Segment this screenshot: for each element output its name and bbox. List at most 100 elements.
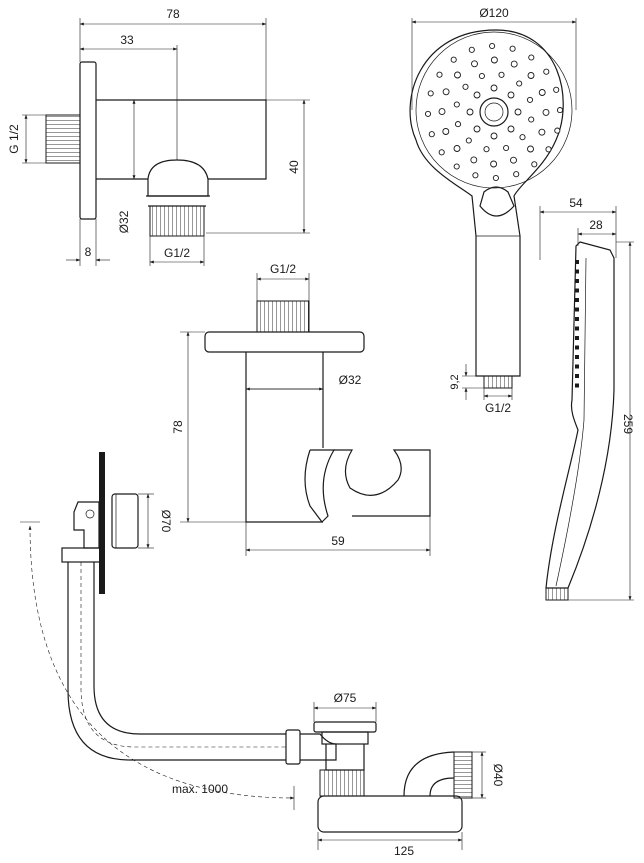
wall-outlet-side-view: 78 33 40 Ø32 G 1/2 8 G1/2 bbox=[7, 7, 310, 266]
nozzle bbox=[470, 156, 478, 164]
shower-outline bbox=[409, 29, 564, 377]
nozzle bbox=[526, 96, 534, 103]
hand-shower-front-view: Ø120 9,2 G1/2 bbox=[409, 6, 577, 415]
drain-nut bbox=[319, 769, 365, 797]
nozzle bbox=[528, 54, 535, 61]
dim-outlet-diameter: Ø32 bbox=[117, 210, 131, 233]
side-nozzle bbox=[575, 288, 579, 293]
trap-body bbox=[317, 795, 463, 833]
nozzle bbox=[538, 128, 546, 136]
drain-body bbox=[321, 731, 369, 745]
side-face-line bbox=[583, 257, 587, 421]
center-rosette bbox=[479, 97, 509, 127]
side-nozzle bbox=[575, 279, 579, 283]
nozzle bbox=[453, 163, 460, 170]
nozzle bbox=[509, 45, 516, 52]
nozzle bbox=[514, 108, 522, 116]
holder-side bbox=[310, 449, 336, 523]
trap-outlet-curve bbox=[403, 751, 455, 797]
nozzle bbox=[553, 86, 560, 93]
nozzle bbox=[462, 83, 469, 90]
dim-thread-bottom: G1/2 bbox=[164, 246, 190, 260]
hand-shower-side-view: 54 28 259 bbox=[539, 196, 635, 601]
nozzle bbox=[442, 88, 450, 96]
dim-head-diameter: Ø120 bbox=[479, 6, 509, 20]
dim-total-length: 259 bbox=[621, 414, 635, 434]
nozzle bbox=[510, 60, 518, 68]
dim-connector-length: 9,2 bbox=[449, 374, 461, 389]
pipe-inner bbox=[93, 562, 286, 735]
nozzle bbox=[427, 90, 434, 97]
nozzle bbox=[442, 128, 450, 135]
nozzle bbox=[542, 108, 550, 116]
trap-outlet-inner bbox=[429, 777, 455, 797]
nozzle bbox=[513, 171, 520, 178]
side-nozzle bbox=[575, 326, 579, 331]
nozzle bbox=[498, 71, 505, 78]
outlet-body bbox=[96, 99, 267, 180]
nozzle bbox=[438, 108, 446, 116]
nozzle bbox=[490, 132, 498, 140]
outlet-dome bbox=[147, 159, 209, 197]
nozzle bbox=[527, 145, 534, 153]
drain-flange bbox=[313, 721, 377, 733]
drain-elbow bbox=[300, 733, 337, 761]
dim-thread-left: G 1/2 bbox=[7, 124, 21, 154]
nozzle bbox=[466, 108, 474, 116]
nozzle bbox=[424, 110, 432, 117]
overflow-nut bbox=[61, 547, 101, 563]
wall-outlet-front-view: G1/2 Ø32 78 59 bbox=[171, 262, 431, 556]
side-outline bbox=[545, 241, 615, 589]
dim-trap-width: 125 bbox=[394, 844, 414, 858]
nozzle bbox=[531, 161, 538, 168]
dim-body-diameter: Ø32 bbox=[339, 373, 362, 387]
nozzle bbox=[519, 134, 526, 141]
side-handle-line bbox=[555, 419, 585, 587]
nozzle bbox=[472, 172, 479, 179]
dim-handle-depth: 28 bbox=[589, 218, 603, 232]
top-thread bbox=[256, 300, 310, 333]
dim-flange-thickness: 8 bbox=[85, 245, 92, 259]
nozzle bbox=[543, 68, 550, 75]
nozzle bbox=[490, 160, 498, 168]
nozzle bbox=[438, 149, 445, 156]
dim-drain-diameter: Ø75 bbox=[334, 691, 357, 705]
side-nozzle bbox=[575, 336, 579, 340]
dim-overall-length: 78 bbox=[166, 7, 180, 21]
nozzle bbox=[428, 131, 435, 138]
side-nozzle bbox=[575, 260, 579, 264]
spray-face bbox=[415, 31, 573, 189]
overflow-screw bbox=[85, 509, 95, 519]
nozzle bbox=[507, 125, 515, 133]
shower-button bbox=[479, 186, 515, 217]
front-flange bbox=[204, 331, 365, 353]
dim-axis-offset: 33 bbox=[120, 33, 134, 47]
nozzle bbox=[453, 145, 461, 152]
dim-outlet-diameter: Ø40 bbox=[491, 764, 505, 787]
nozzle bbox=[436, 71, 443, 78]
dim-max-length: max. 1000 bbox=[172, 782, 228, 796]
nozzle bbox=[473, 91, 481, 99]
holder-cradle bbox=[334, 449, 431, 517]
side-nozzle bbox=[575, 269, 579, 274]
nozzle bbox=[510, 156, 517, 164]
dim-front-depth: 59 bbox=[331, 534, 345, 548]
nozzle bbox=[489, 42, 496, 50]
dim-height: 40 bbox=[287, 160, 301, 174]
nozzle bbox=[503, 144, 510, 152]
nozzle bbox=[473, 125, 481, 133]
side-connector bbox=[545, 587, 569, 601]
nozzle bbox=[528, 116, 535, 123]
pipe-coupling bbox=[285, 729, 301, 765]
left-thread bbox=[45, 114, 81, 164]
side-nozzles bbox=[575, 260, 579, 388]
nozzle bbox=[465, 137, 472, 144]
front-body-left bbox=[245, 352, 323, 523]
side-nozzle bbox=[575, 345, 579, 350]
overflow-elbow bbox=[73, 501, 100, 549]
nozzle bbox=[490, 84, 498, 92]
side-nozzle bbox=[575, 307, 579, 312]
nozzle bbox=[554, 127, 561, 134]
dim-overflow-diameter: Ø70 bbox=[159, 510, 173, 533]
nozzle bbox=[453, 101, 460, 108]
